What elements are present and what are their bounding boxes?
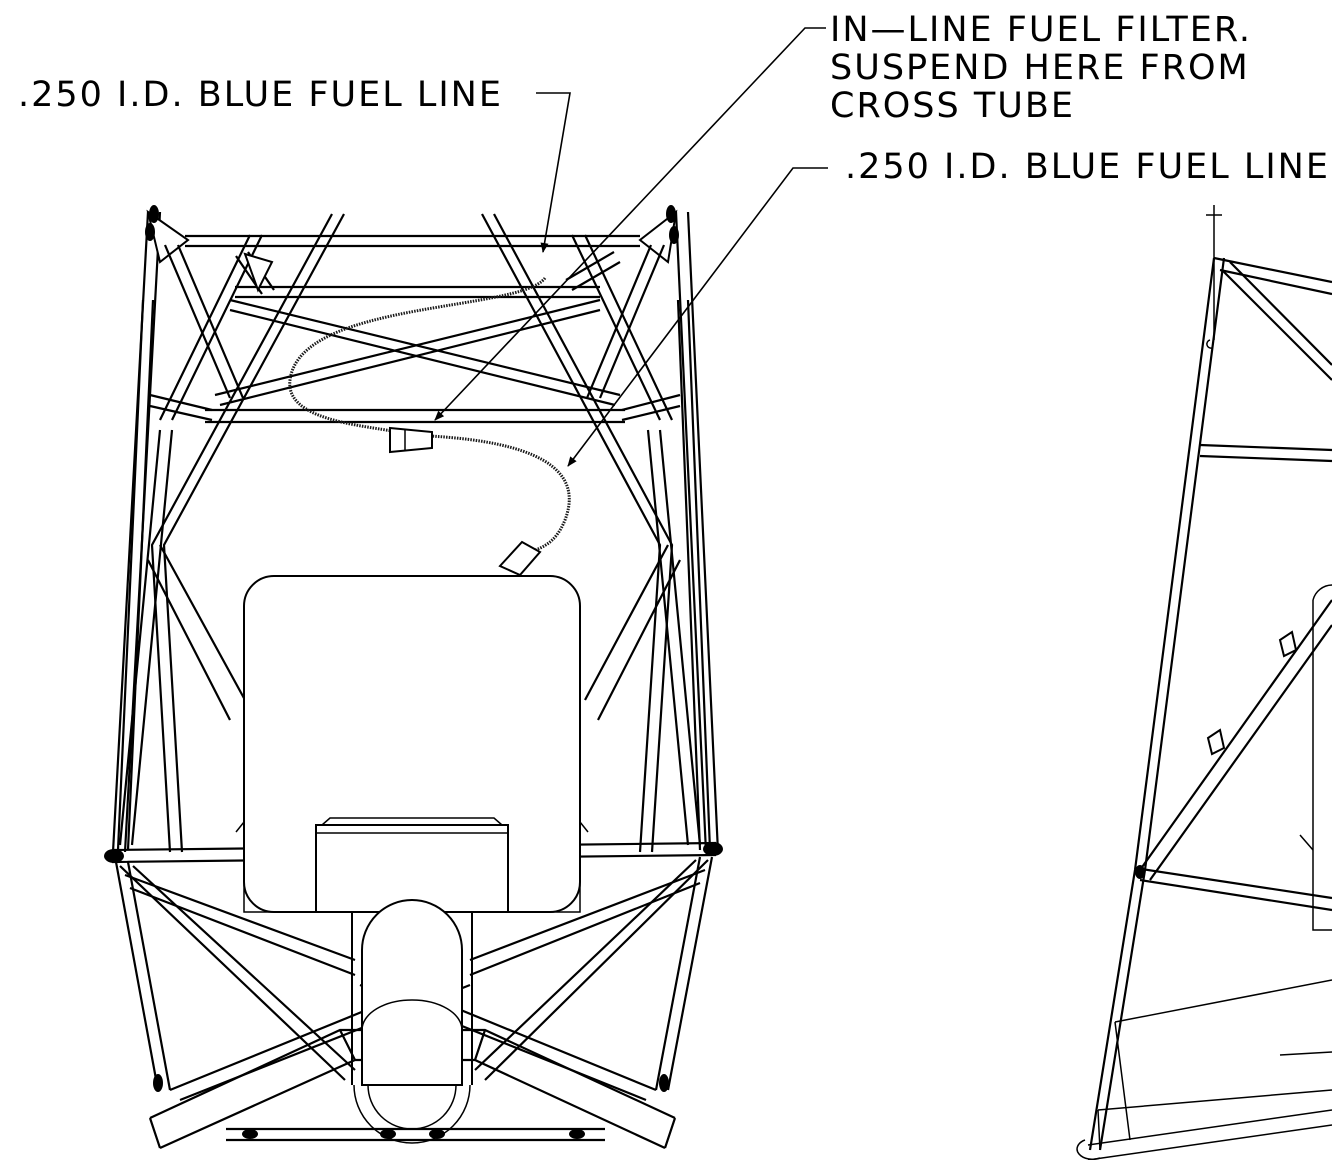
- leader-fuel-line-right: [567, 167, 828, 467]
- callout-fuel-line-right: .250 I.D. BLUE FUEL LINE: [845, 147, 1330, 187]
- callout-fuel-line-left: .250 I.D. BLUE FUEL LINE: [18, 75, 503, 115]
- leader-fuel-filter: [434, 27, 826, 421]
- fuel-line-hose: [288, 276, 571, 554]
- leader-fuel-line-left: [536, 92, 571, 253]
- fuel-tank: [235, 575, 589, 913]
- in-line-fuel-filter: [389, 426, 433, 454]
- right-view-frame: [1076, 205, 1332, 1160]
- fuel-line-fitting: [498, 540, 542, 577]
- callout-filter-line-3: CROSS TUBE: [830, 86, 1075, 126]
- callout-filter-line-1: IN—LINE FUEL FILTER.: [830, 10, 1252, 50]
- fuel-pump-housing: [351, 899, 473, 1144]
- callout-filter-line-2: SUSPEND HERE FROM: [830, 48, 1250, 88]
